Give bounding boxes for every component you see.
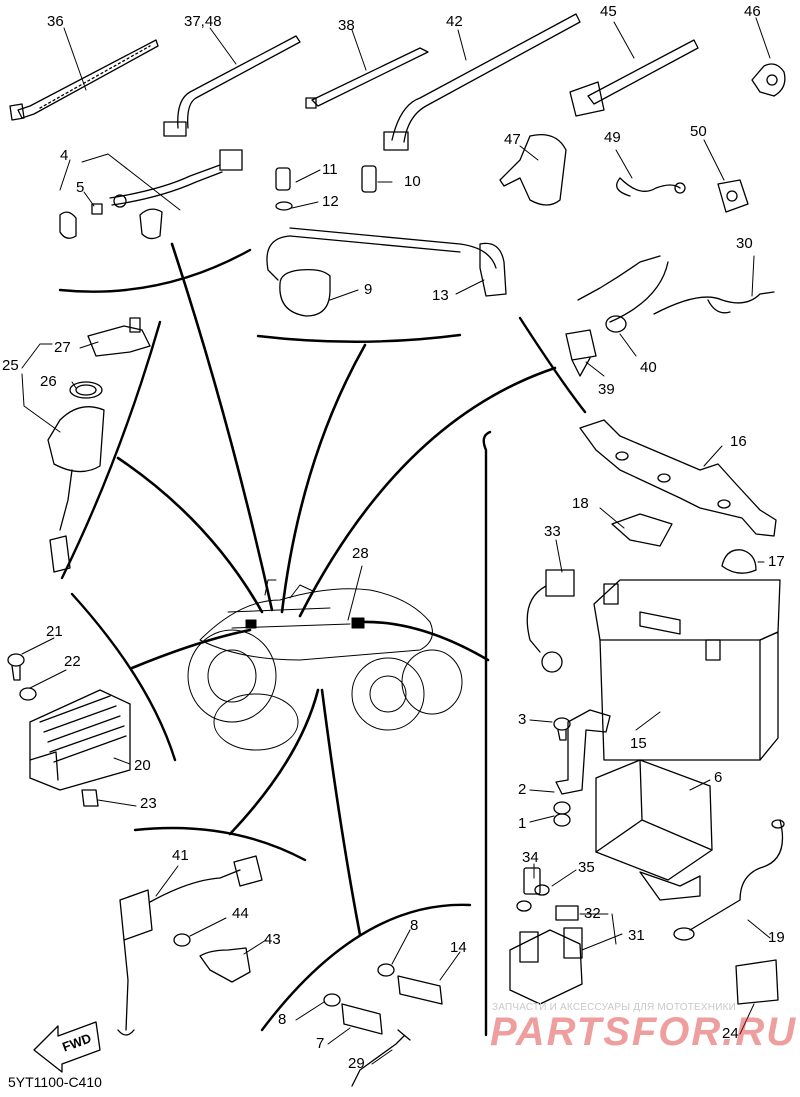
part-47-clamp [499, 133, 567, 206]
callout-26: 26 [40, 373, 57, 390]
callout-20: 20 [134, 757, 151, 774]
watermark-caption: ЗАПЧАСТИ И АКСЕССУАРЫ ДЛЯ МОТОТЕХНИКИ [492, 1002, 737, 1013]
callout-6: 6 [714, 769, 723, 786]
part-7-sender [341, 1003, 383, 1035]
callout-35: 35 [578, 859, 595, 876]
callout-32: 32 [584, 905, 601, 922]
callout-30: 30 [736, 235, 753, 252]
part-6-ecu [595, 759, 713, 901]
part-18-bracket [611, 513, 673, 547]
callout-3: 3 [518, 711, 527, 728]
callout-33: 33 [544, 523, 561, 540]
callout-38: 38 [338, 17, 355, 34]
part-25-27-main-switch [47, 317, 151, 573]
part-39-switch [565, 329, 597, 377]
callout-23: 23 [140, 795, 157, 812]
callout-47: 47 [504, 131, 521, 148]
part-9-13-ignition-coil [266, 165, 507, 317]
part-43-44-bracket [173, 933, 251, 983]
callout-8a: 8 [410, 917, 419, 934]
part-41-switch [117, 855, 263, 1036]
callout-11: 11 [322, 161, 338, 178]
cable-tie-36 [9, 39, 159, 121]
cable-tie-38 [305, 47, 429, 109]
part-33-cable [526, 569, 575, 673]
part-29-lead [351, 1029, 411, 1087]
callout-40: 40 [640, 359, 657, 376]
callout-50: 50 [690, 123, 707, 140]
part-23-nut [81, 789, 99, 807]
callout-44: 44 [232, 905, 249, 922]
cable-tie-42 [383, 13, 581, 151]
part-49-band [616, 177, 686, 197]
part-19-cable [673, 819, 785, 941]
callout-13: 13 [432, 287, 449, 304]
callout-43: 43 [264, 931, 281, 948]
callout-17: 17 [768, 553, 785, 570]
callout-45: 45 [600, 3, 617, 20]
clamp-46 [751, 63, 786, 97]
watermark-brand: PARTSFOR.RU [490, 1010, 798, 1054]
part-2-bracket [555, 709, 611, 795]
callout-49: 49 [604, 129, 621, 146]
callout-9: 9 [364, 281, 373, 298]
part-15-battery [593, 579, 781, 761]
callout-24: 24 [722, 1025, 739, 1042]
callout-15: 15 [630, 735, 647, 752]
part-14-sender [397, 975, 443, 1005]
callout-14: 14 [450, 939, 467, 956]
part-3-bolt [553, 717, 571, 741]
callout-37-48: 37,48 [184, 13, 222, 30]
callout-29: 29 [348, 1055, 365, 1072]
callout-4: 4 [60, 147, 69, 164]
callout-27: 27 [54, 339, 71, 356]
part-31-35-starter-relay [509, 867, 583, 1005]
cable-tie-37-48 [163, 35, 301, 137]
group-brackets [58, 248, 587, 1037]
callout-12: 12 [322, 193, 339, 210]
cable-tie-45 [569, 39, 699, 117]
callout-7: 7 [316, 1035, 325, 1052]
part-50-clip [717, 179, 749, 213]
callout-10: 10 [404, 173, 421, 190]
callout-22: 22 [64, 653, 81, 670]
callout-5: 5 [76, 179, 85, 196]
fwd-arrow-icon [33, 1021, 101, 1073]
part-24-coupler [735, 959, 779, 1005]
callout-42: 42 [446, 13, 463, 30]
part-16-battery-bracket [579, 419, 777, 537]
callout-2: 2 [518, 781, 527, 798]
callout-21: 21 [46, 623, 63, 640]
callout-25: 25 [2, 357, 19, 374]
callout-19: 19 [768, 929, 785, 946]
part-30-lead [577, 255, 775, 323]
callout-18: 18 [572, 495, 589, 512]
callout-41: 41 [172, 847, 189, 864]
part-17-cap [721, 549, 757, 574]
label-leaders [21, 17, 771, 1065]
part-40-cap [605, 315, 627, 333]
part-8-washers [323, 963, 395, 1007]
callout-36: 36 [47, 13, 64, 30]
drawing-code: 5YT1100-C410 [8, 1074, 102, 1090]
callout-16: 16 [730, 433, 747, 450]
callout-31: 31 [628, 927, 645, 944]
leader-lines [116, 242, 557, 937]
part-20-rectifier [7, 653, 131, 791]
callout-39: 39 [598, 381, 615, 398]
callout-46: 46 [744, 3, 761, 20]
callout-8b: 8 [278, 1011, 287, 1028]
atv-outline [187, 579, 463, 751]
callout-28: 28 [352, 545, 369, 562]
part-1-nut [553, 801, 571, 827]
callout-1: 1 [518, 815, 527, 832]
callout-34: 34 [522, 849, 539, 866]
part-4-5-sensor [59, 149, 243, 240]
